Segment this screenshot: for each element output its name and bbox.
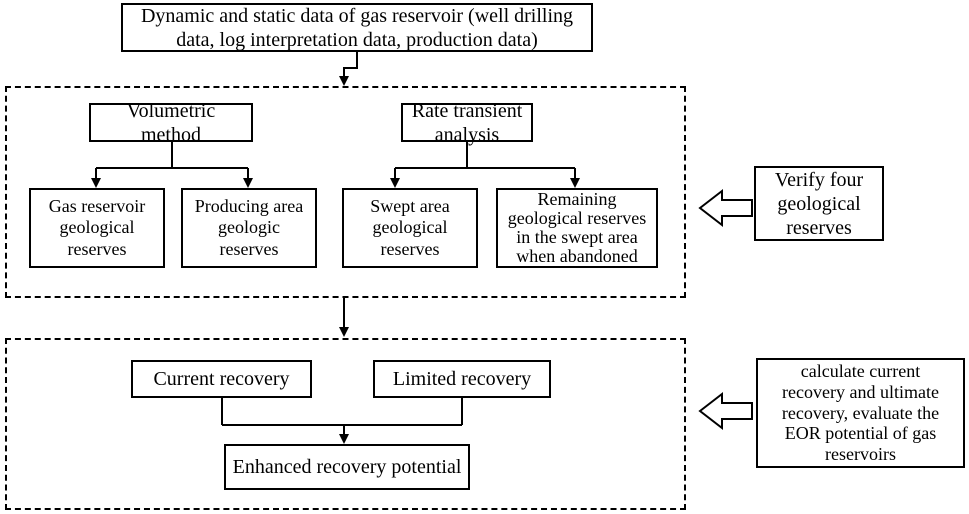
calculate-line-2: recovery, evaluate the [781,402,940,423]
reserves-3-line-3: when abandoned [516,245,638,266]
verify-reserves-box: Verify four geological reserves [754,166,884,241]
hollow-arrow-calculate [698,391,753,431]
calculate-line-0: calculate current [800,361,921,382]
volumetric-line-1: Volumetric [126,99,216,122]
verify-line-1: geological [777,192,861,215]
calculate-line-4: reservoirs [825,444,896,465]
limited-recovery-box: Limited recovery [373,360,551,398]
remaining-geological-reserves-box: Remaining geological reserves in the swe… [496,188,658,268]
reserves-0-line-1: geological [59,217,135,238]
reserves-1-line-0: Producing area [194,195,304,216]
enhanced-recovery-potential-box: Enhanced recovery potential [224,444,470,490]
limited-recovery-label: Limited recovery [392,368,532,390]
reserves-region [5,86,686,298]
top-box-line-2: data, log interpretation data, productio… [176,28,538,51]
calculate-line-3: EOR potential of gas [784,423,937,444]
reserves-0-line-2: reserves [67,238,127,259]
reserves-1-line-1: geologic [218,217,280,238]
rate-transient-analysis-box: Rate transient analysis [401,100,533,146]
reserves-3-line-1: geological reserves [507,208,647,229]
gas-reservoir-geological-reserves-box: Gas reservoir geological reserves [29,188,165,268]
reserves-2-line-2: reserves [380,238,440,259]
reserves-1-line-2: reserves [219,238,279,259]
top-box-line-1: Dynamic and static data of gas reservoir… [140,4,574,27]
volumetric-method-box: Volumetric method [89,100,253,146]
rta-line-2: analysis [434,123,500,146]
calculate-line-1: recovery and ultimate [782,381,939,402]
verify-line-2: reserves [786,216,852,239]
current-recovery-box: Current recovery [131,360,312,398]
rta-line-1: Rate transient [411,99,523,122]
reserves-3-line-0: Remaining [537,189,617,210]
reserves-0-line-0: Gas reservoir [48,195,146,216]
swept-area-geological-reserves-box: Swept area geological reserves [342,188,478,268]
recovery-region [5,338,686,510]
reserves-3-line-2: in the swept area [516,227,638,247]
calculate-recovery-box: calculate current recovery and ultimate … [756,358,965,468]
arrow-top-to-region [339,52,358,86]
reserves-2-line-1: geological [372,217,448,238]
current-recovery-label: Current recovery [153,368,290,390]
volumetric-line-2: method [140,123,201,146]
hollow-arrow-verify [698,188,753,228]
verify-line-0: Verify four [774,168,864,191]
producing-area-geologic-reserves-box: Producing area geologic reserves [181,188,317,268]
enhanced-recovery-label: Enhanced recovery potential [232,456,462,478]
reserves-2-line-0: Swept area [370,195,450,216]
gas-reservoir-data-box: Dynamic and static data of gas reservoir… [121,3,593,52]
